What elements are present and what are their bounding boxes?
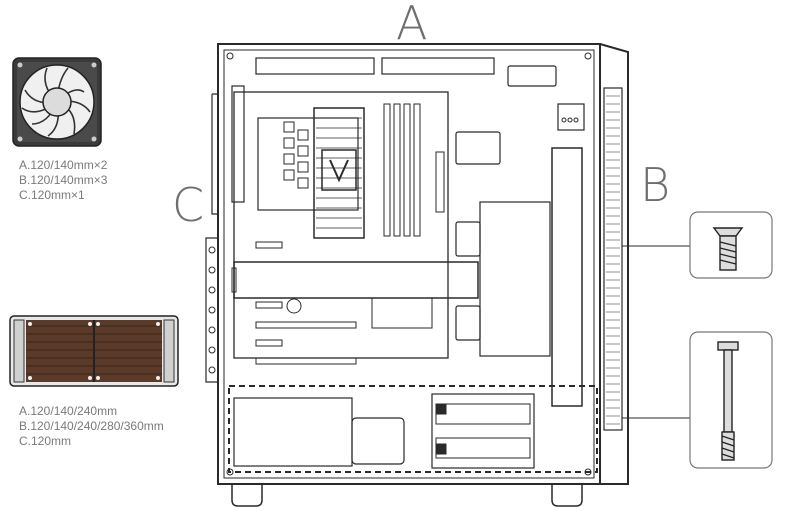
- fan-spec-a: A.120/140mm×2: [19, 158, 108, 172]
- fan-spec-b: B.120/140mm×3: [19, 173, 108, 187]
- long-screw-icon: [689, 331, 773, 469]
- label-a: A: [396, 0, 428, 50]
- radiator-spec-c: C.120mm: [19, 434, 72, 448]
- fan-spec-list: A.120/140mm×2 B.120/140mm×3 C.120mm×1: [19, 158, 107, 203]
- label-c: C: [172, 178, 205, 232]
- radiator-icon: [9, 315, 179, 387]
- pc-case: [205, 43, 690, 507]
- fan-spec-c: C.120mm×1: [19, 188, 85, 202]
- short-screw-icon: [689, 211, 773, 279]
- radiator-spec-b: B.120/140/240/280/360mm: [19, 419, 164, 433]
- fan-icon: [12, 57, 102, 147]
- radiator-spec-list: A.120/140/240mm B.120/140/240/280/360mm …: [19, 404, 164, 449]
- label-b: B: [640, 158, 671, 212]
- radiator-spec-a: A.120/140/240mm: [19, 404, 118, 418]
